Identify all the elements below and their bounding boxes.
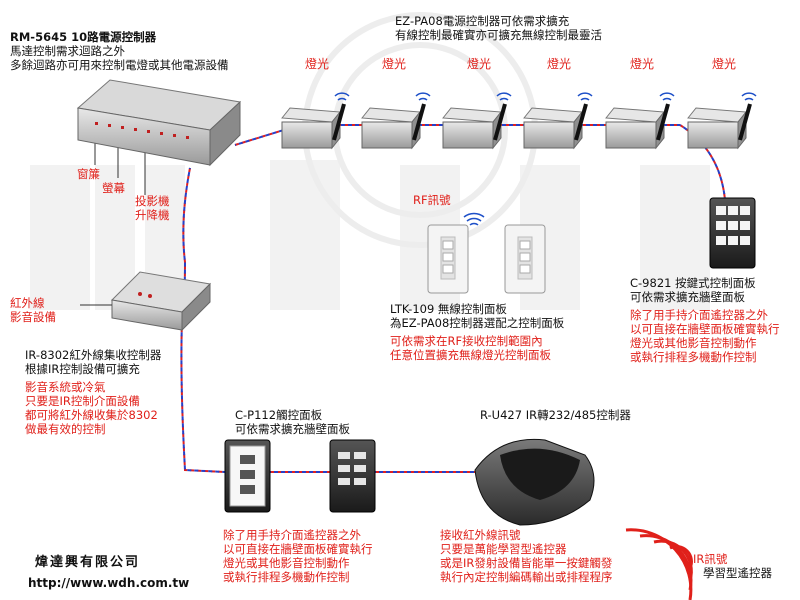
c9821-note-4: 或執行排程多機動作控制	[630, 350, 757, 364]
c9821-subtitle: 可依需求擴充牆壁面板	[630, 290, 745, 304]
ru427-device	[474, 438, 595, 526]
curtain-label: 窗簾	[77, 167, 100, 181]
ru427-title: R-U427 IR轉232/485控制器	[480, 408, 631, 422]
ir-equipment-label-1: 紅外線	[10, 296, 45, 310]
ir8302-note-1: 影音系統或冷氣	[25, 380, 106, 394]
rm5645-title: RM-5645 10路電源控制器	[10, 30, 157, 44]
ltk109-note-1: 可依需求在RF接收控制範圍內	[390, 334, 543, 348]
ir8302-note-2: 只要是IR控制介面設備	[25, 394, 140, 408]
cp112-title: C-P112觸控面板	[235, 408, 323, 422]
ir-signal-label: IR訊號	[693, 552, 728, 566]
lamp-label-2: 燈光	[382, 57, 407, 71]
c9821-keypad	[709, 197, 756, 269]
ir8302-title: IR-8302紅外線集收控制器	[25, 348, 162, 362]
company-name: 煒達興有限公司	[35, 555, 141, 570]
ru427-note-2: 只要是萬能學習型遙控器	[440, 542, 567, 556]
ru427-note-3: 或是IR發射設備皆能單一按鍵觸發	[440, 556, 613, 570]
lamp-label-6: 燈光	[712, 57, 737, 71]
lamp-label-4: 燈光	[547, 57, 572, 71]
cp112-note-1: 除了用手持介面遙控器之外	[223, 528, 361, 542]
projector-label-2: 升降機	[135, 208, 170, 222]
pa08-signal-icons	[334, 92, 757, 101]
rm5645-device	[76, 79, 242, 167]
screen-label: 螢幕	[102, 181, 125, 195]
ltk109-title: LTK-109 無線控制面板	[390, 302, 507, 316]
c9821-title: C-9821 按鍵式控制面板	[630, 276, 756, 290]
remote-label: 學習型遙控器	[703, 566, 772, 580]
lamp-label-1: 燈光	[305, 57, 330, 71]
rf-signal-label: RF訊號	[413, 193, 451, 207]
rm5645-desc-1: 馬達控制需求迴路之外	[10, 44, 125, 58]
company-url[interactable]: http://www.wdh.com.tw	[28, 576, 190, 590]
ir-equipment-label-2: 影音設備	[10, 310, 56, 324]
cp112-note-4: 或執行排程多機動作控制	[223, 570, 350, 584]
ir8302-subtitle: 根據IR控制設備可擴充	[25, 362, 140, 376]
pa08-desc-2: 有線控制最確實亦可擴充無線控制最靈活	[395, 28, 602, 42]
c9821-note-1: 除了用手持介面遙控器之外	[630, 308, 768, 322]
rf-signal-icon	[463, 212, 485, 226]
lamp-label-3: 燈光	[467, 57, 492, 71]
pa08-devices	[281, 103, 752, 150]
ru427-note-1: 接收紅外線訊號	[440, 528, 521, 542]
ltk109-subtitle: 為EZ-PA08控制器選配之控制面板	[390, 316, 565, 330]
ltk109-note-2: 任意位置擴充無線燈光控制面板	[390, 348, 551, 362]
projector-label-1: 投影機	[135, 194, 170, 208]
c9821-note-3: 燈光或其他影音控制動作	[630, 336, 757, 350]
cp112-panels	[224, 439, 376, 513]
cp112-note-3: 燈光或其他影音控制動作	[223, 556, 350, 570]
ru427-note-4: 執行內定控制編碼輸出或排程程序	[440, 570, 613, 584]
lamp-label-5: 燈光	[630, 57, 655, 71]
ir8302-device	[80, 271, 212, 332]
rm5645-desc-2: 多餘迴路亦可用來控制電燈或其他電源設備	[10, 58, 229, 72]
cp112-subtitle: 可依需求擴充牆壁面板	[235, 422, 350, 436]
pa08-desc-1: EZ-PA08電源控制器可依需求擴充	[395, 14, 570, 28]
ir-signal-icon	[625, 528, 693, 600]
ir8302-note-3: 都可將紅外線收集於8302	[25, 408, 158, 422]
cp112-note-2: 以可直接在牆壁面板確實執行	[223, 542, 373, 556]
c9821-note-2: 以可直接在牆壁面板確實執行	[630, 322, 780, 336]
ltk109-panels	[427, 224, 546, 294]
ir8302-note-4: 做最有效的控制	[25, 422, 106, 436]
